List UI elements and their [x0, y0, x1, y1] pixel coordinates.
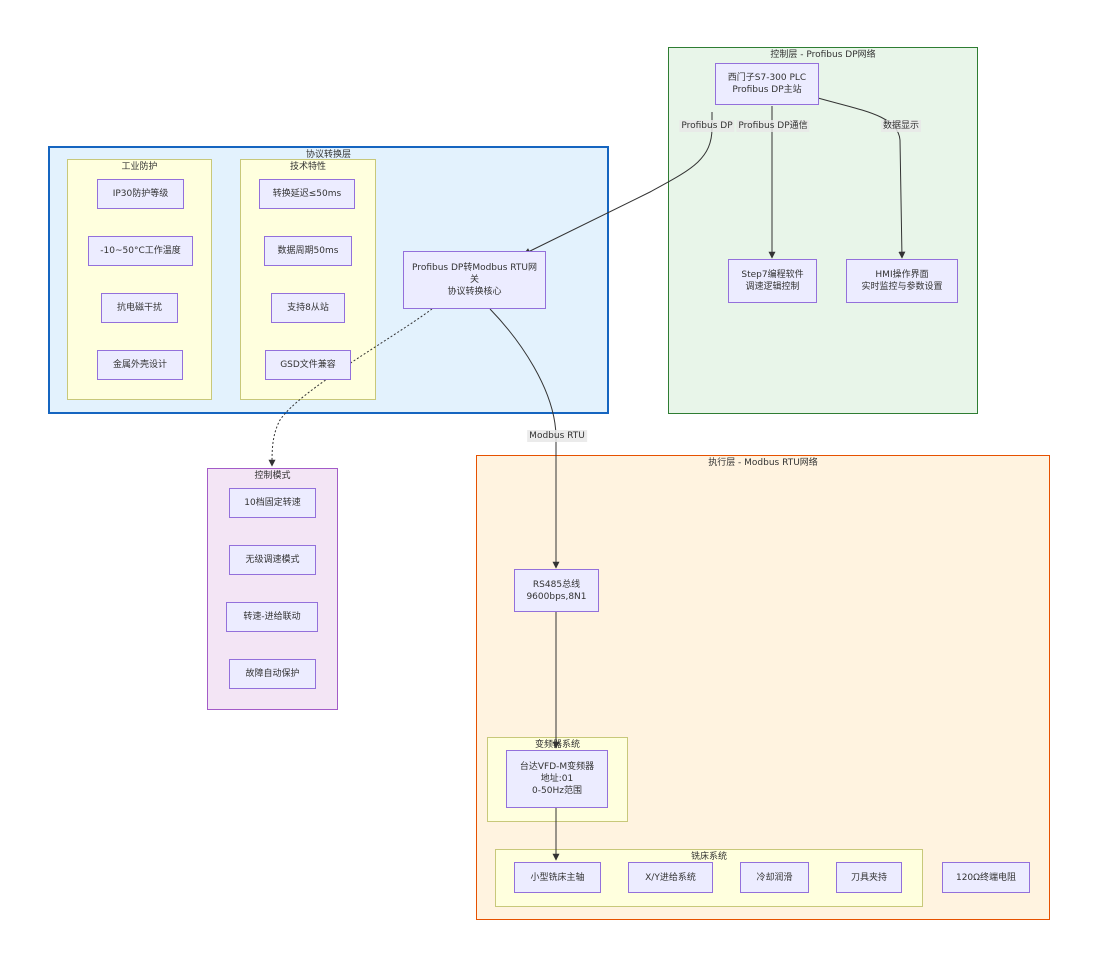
mode-stepless-label: 无级调速模式	[245, 555, 300, 565]
terminator-label: 120Ω终端电阻	[955, 872, 1017, 883]
vfd-line-2: 地址:01	[540, 774, 574, 784]
gateway-line-1: Profibus DP转Modbus RTU网	[412, 263, 537, 273]
mode-fixed-speed-label: 10档固定转速	[244, 498, 301, 508]
mode-fixed-speed-node[interactable]: 10档固定转速	[229, 488, 316, 518]
rs485-node[interactable]: RS485总线 9600bps,8N1	[514, 569, 599, 612]
mode-stepless-node[interactable]: 无级调速模式	[229, 545, 316, 575]
cycle-label: 数据周期50ms	[277, 246, 339, 256]
edge-label-profibus-dp: Profibus DP	[679, 120, 735, 132]
tool-clamp-node[interactable]: 刀具夹持	[836, 862, 902, 893]
protection-title: 工业防护	[121, 162, 158, 172]
mode-fault-protect-node[interactable]: 故障自动保护	[229, 659, 316, 689]
metal-case-label: 金属外壳设计	[112, 360, 167, 370]
edge-label-profibus-dp-comm: Profibus DP通信	[736, 120, 810, 132]
ip30-label: IP30防护等级	[112, 189, 169, 199]
cooling-label: 冷却润滑	[756, 872, 793, 883]
gsd-label: GSD文件兼容	[280, 360, 336, 370]
step7-line-1: Step7编程软件	[741, 270, 804, 280]
terminator-node[interactable]: 120Ω终端电阻	[942, 862, 1030, 893]
xy-feed-label: X/Y进给系统	[645, 872, 696, 883]
protocol-layer-title: 协议转换层	[305, 150, 351, 160]
temperature-node[interactable]: -10~50°C工作温度	[88, 236, 193, 266]
exec-layer-cluster: 执行层 - Modbus RTU网络	[476, 455, 1050, 920]
slaves-node[interactable]: 支持8从站	[271, 293, 345, 323]
plc-line-1: 西门子S7-300 PLC	[727, 73, 807, 83]
rs485-line-1: RS485总线	[532, 579, 581, 590]
emc-label: 抗电磁干扰	[116, 303, 162, 313]
features-title: 技术特性	[289, 162, 326, 172]
delay-label: 转换延迟≤50ms	[272, 189, 342, 199]
gateway-node[interactable]: Profibus DP转Modbus RTU网 关 协议转换核心	[403, 251, 546, 309]
slaves-label: 支持8从站	[287, 303, 329, 313]
vfd-line-1: 台达VFD-M变频器	[519, 762, 595, 772]
vfd-line-3: 0-50Hz范围	[532, 786, 582, 796]
control-mode-title: 控制模式	[254, 471, 291, 481]
plc-line-2: Profibus DP主站	[732, 85, 802, 95]
step7-line-2: 调速逻辑控制	[745, 282, 800, 292]
spindle-label: 小型铣床主轴	[530, 872, 585, 883]
edge-label-modbus-rtu: Modbus RTU	[527, 430, 587, 442]
metal-case-node[interactable]: 金属外壳设计	[97, 350, 183, 380]
hmi-line-1: HMI操作界面	[875, 270, 929, 280]
emc-node[interactable]: 抗电磁干扰	[101, 293, 178, 323]
mode-linkage-label: 转速-进给联动	[243, 612, 301, 622]
mode-linkage-node[interactable]: 转速-进给联动	[226, 602, 318, 632]
edge-label-data-display: 数据显示	[880, 120, 922, 132]
rs485-line-2: 9600bps,8N1	[526, 591, 587, 602]
step7-node[interactable]: Step7编程软件 调速逻辑控制	[728, 259, 817, 303]
hmi-line-2: 实时监控与参数设置	[861, 282, 943, 292]
hmi-node[interactable]: HMI操作界面 实时监控与参数设置	[846, 259, 958, 303]
gateway-line-2: 关	[469, 275, 479, 285]
temperature-label: -10~50°C工作温度	[100, 246, 181, 256]
ip30-node[interactable]: IP30防护等级	[97, 179, 184, 209]
xy-feed-node[interactable]: X/Y进给系统	[628, 862, 713, 893]
cycle-node[interactable]: 数据周期50ms	[264, 236, 352, 266]
mode-fault-protect-label: 故障自动保护	[245, 669, 300, 679]
cooling-node[interactable]: 冷却润滑	[740, 862, 809, 893]
vfd-node[interactable]: 台达VFD-M变频器 地址:01 0-50Hz范围	[506, 750, 608, 808]
spindle-node[interactable]: 小型铣床主轴	[514, 862, 601, 893]
tool-clamp-label: 刀具夹持	[850, 872, 887, 883]
delay-node[interactable]: 转换延迟≤50ms	[259, 179, 355, 209]
gateway-line-3: 协议转换核心	[447, 287, 502, 297]
exec-layer-title: 执行层 - Modbus RTU网络	[708, 458, 818, 468]
mill-system-title: 铣床系统	[690, 852, 727, 862]
gsd-node[interactable]: GSD文件兼容	[265, 350, 351, 380]
control-layer-title: 控制层 - Profibus DP网络	[770, 50, 876, 60]
plc-node[interactable]: 西门子S7-300 PLC Profibus DP主站	[715, 63, 819, 105]
